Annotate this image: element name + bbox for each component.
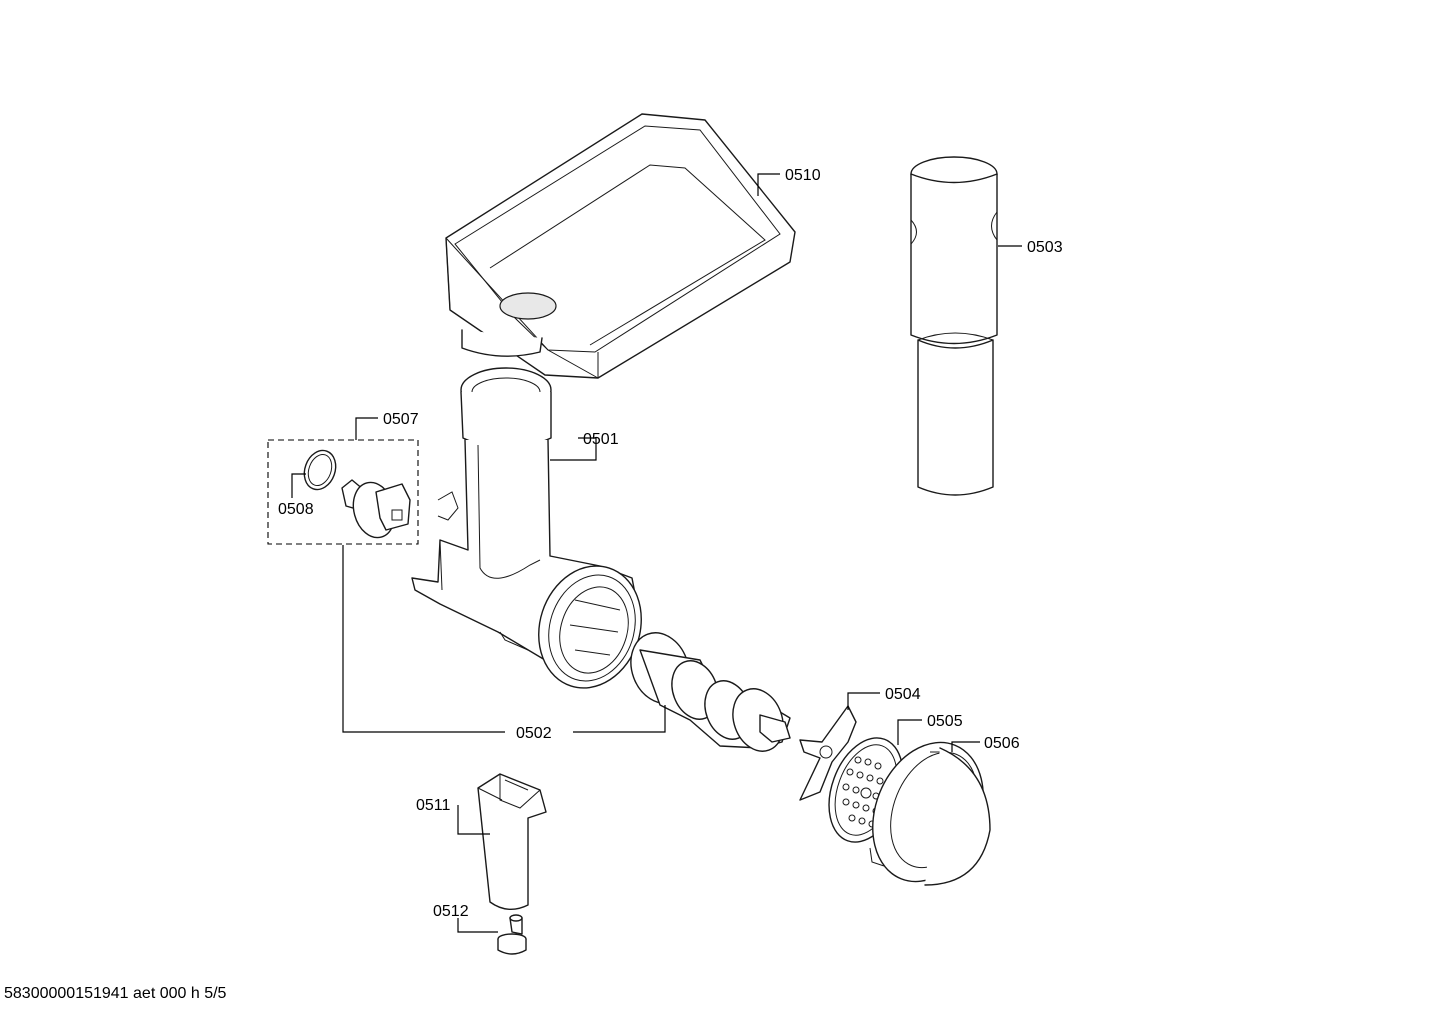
label-0512: 0512: [433, 903, 469, 920]
part-0510-tray: [445, 113, 796, 379]
label-0501: 0501: [583, 431, 619, 448]
part-0511-sausage-tube: [477, 773, 547, 910]
leader-0501: [550, 437, 597, 461]
label-0506: 0506: [984, 735, 1020, 752]
label-0504: 0504: [885, 686, 921, 703]
part-0501-housing: [411, 367, 642, 689]
leader-0512: [457, 918, 498, 933]
label-0505: 0505: [927, 713, 963, 730]
label-0502: 0502: [516, 725, 552, 742]
part-0503-pusher: [910, 156, 998, 496]
label-0507: 0507: [383, 411, 419, 428]
leader-0504: [847, 692, 880, 710]
part-labels: 0510 0503 0501 0507 0508 0502 0504 0505 …: [278, 167, 1063, 920]
label-0510: 0510: [785, 167, 821, 184]
label-0511: 0511: [416, 797, 451, 814]
label-0503: 0503: [1027, 239, 1063, 256]
leader-0502-left: [342, 545, 505, 733]
leader-0508: [291, 473, 306, 498]
leader-lines: [291, 173, 1022, 933]
part-0506-ring-nut: [869, 741, 991, 886]
part-0507-drive-assembly: [267, 439, 419, 545]
leader-0502-right: [573, 705, 666, 733]
leader-0510: [757, 173, 780, 196]
part-0502-worm-screw: [630, 632, 791, 752]
leader-0507: [355, 417, 378, 440]
leader-0511: [457, 805, 490, 835]
part-0512-cap: [497, 914, 527, 955]
leader-0506: [951, 741, 980, 752]
part-0504-knife: [799, 705, 857, 801]
leader-0505: [897, 719, 922, 745]
label-0508: 0508: [278, 501, 314, 518]
footer-document-id: 58300000151941 aet 000 h 5/5: [4, 985, 227, 1002]
part-0508-seal-ring: [303, 449, 337, 491]
